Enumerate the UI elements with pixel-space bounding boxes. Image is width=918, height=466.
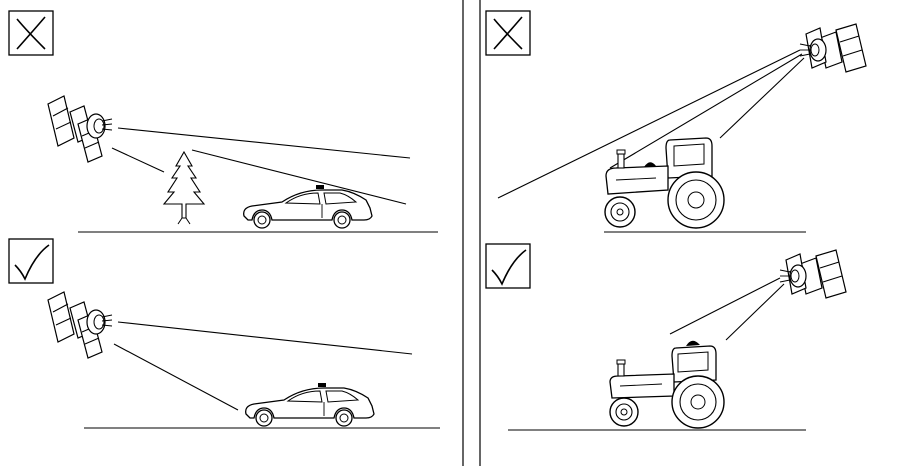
tree-icon (164, 152, 204, 224)
signal-line (112, 148, 164, 172)
signal-line (720, 58, 804, 138)
satellite-icon (48, 96, 112, 162)
scenario-car-clear (9, 239, 440, 428)
cross-icon (486, 11, 530, 55)
signal-line (118, 128, 410, 158)
check-icon (486, 244, 530, 288)
car-icon (246, 383, 374, 426)
satellite-icon (780, 250, 846, 298)
signal-line (670, 278, 780, 334)
tractor-icon (610, 341, 724, 428)
check-icon (9, 239, 53, 283)
signal-line (114, 344, 238, 410)
cross-icon (9, 11, 53, 55)
tractor-icon (605, 138, 724, 228)
signal-line (118, 322, 412, 354)
scenario-tractor-roof-antenna (486, 244, 846, 430)
signal-line (726, 284, 784, 340)
satellite-icon (48, 292, 112, 358)
scenario-car-obstructed (9, 11, 438, 232)
car-icon (244, 185, 372, 228)
scenario-tractor-low-antenna (486, 11, 866, 232)
satellite-icon (800, 24, 866, 72)
